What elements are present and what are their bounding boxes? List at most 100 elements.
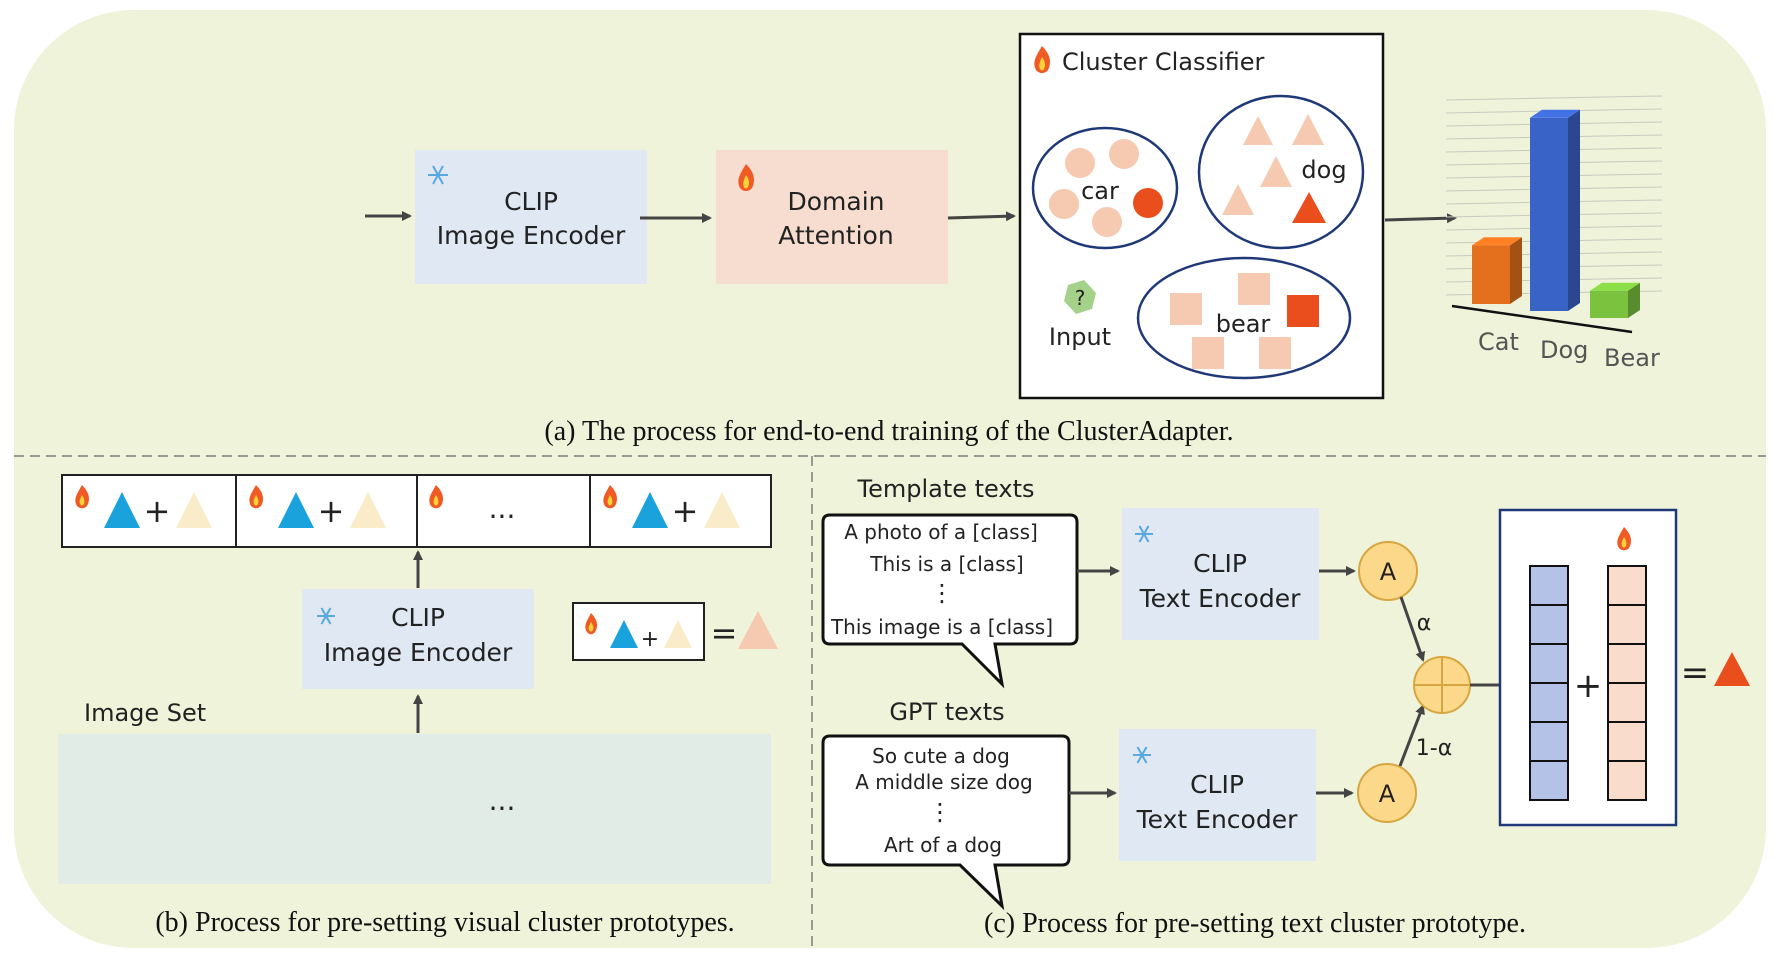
dog-sample bbox=[1222, 184, 1254, 215]
fire-icon bbox=[1034, 46, 1050, 73]
car-label: car bbox=[1081, 177, 1119, 205]
one-minus-alpha-label: 1-α bbox=[1416, 736, 1452, 761]
bias-cell bbox=[1607, 565, 1647, 606]
fire-icon bbox=[738, 164, 754, 191]
template-texts-title: Template texts bbox=[856, 475, 1034, 503]
bear-cluster bbox=[1136, 256, 1352, 380]
text-feature-cell bbox=[1529, 643, 1569, 684]
dog-sample bbox=[1243, 116, 1273, 145]
text-feature-cell bbox=[1529, 760, 1569, 801]
text-prototype-triangle bbox=[1714, 652, 1750, 686]
template-line: This image is a [class] bbox=[830, 615, 1053, 639]
car-input-sample bbox=[1133, 188, 1163, 218]
bear-sample bbox=[1192, 337, 1224, 369]
input-question-mark: ? bbox=[1075, 286, 1086, 310]
sequence-ellipsis: ... bbox=[489, 492, 516, 525]
arrow-node1-to-sum bbox=[1399, 596, 1426, 662]
formula-equals: = bbox=[711, 614, 738, 652]
dog-sample bbox=[1292, 114, 1324, 145]
chart-category-label: Bear bbox=[1604, 344, 1660, 372]
input-hexagon bbox=[1064, 280, 1096, 314]
text-encoder-1-line2: Text Encoder bbox=[1139, 584, 1301, 613]
text-feature-cell bbox=[1529, 604, 1569, 645]
text-encoder-2-line1: CLIP bbox=[1190, 770, 1244, 799]
domain-attention-box bbox=[716, 150, 948, 284]
vertical-ellipsis: ⋮ bbox=[928, 798, 952, 826]
fire-icon bbox=[585, 613, 598, 635]
text-feature-cell bbox=[1529, 682, 1569, 723]
bias-cell bbox=[1607, 721, 1647, 762]
gpt-line: Art of a dog bbox=[884, 833, 1002, 857]
clip-encoder-b-line1: CLIP bbox=[391, 603, 445, 632]
chart-bar-dog bbox=[1530, 109, 1580, 311]
visual-feature-triangle bbox=[610, 620, 638, 648]
chart-bar-bear bbox=[1590, 282, 1640, 318]
text-feature-triangle bbox=[350, 492, 386, 528]
text-feature-cell bbox=[1529, 721, 1569, 762]
bias-cell bbox=[1607, 760, 1647, 801]
arrow-attention-to-classifier bbox=[947, 211, 1016, 222]
formula-plus: + bbox=[641, 627, 659, 652]
car-sample bbox=[1092, 207, 1122, 237]
node-2-label: A bbox=[1379, 780, 1396, 808]
prediction-bar-chart: Cat Dog Bear bbox=[1445, 95, 1663, 372]
image-set-ellipsis: ... bbox=[489, 784, 516, 817]
vertical-ellipsis: ⋮ bbox=[930, 579, 954, 607]
bias-column bbox=[1607, 565, 1647, 801]
chart-baseline bbox=[1451, 304, 1633, 334]
plus-sign: + bbox=[144, 492, 171, 530]
gpt-line: So cute a dog bbox=[872, 744, 1010, 768]
arrow-node2-to-sum bbox=[1398, 704, 1425, 767]
cluster-classifier-title: Cluster Classifier bbox=[1062, 48, 1265, 76]
text-feature-cell bbox=[1529, 565, 1569, 606]
clip-image-encoder-box-b bbox=[302, 589, 534, 689]
car-sample bbox=[1049, 189, 1079, 219]
caption-c: (c) Process for pre-setting text cluster… bbox=[984, 908, 1526, 939]
fire-icon bbox=[429, 485, 444, 509]
clip-image-encoder-box bbox=[415, 150, 647, 284]
chart-category-label: Cat bbox=[1478, 328, 1519, 356]
gpt-texts-bubble bbox=[821, 734, 1071, 911]
bias-cell bbox=[1607, 682, 1647, 723]
gpt-texts-title: GPT texts bbox=[889, 698, 1004, 726]
snowflake-icon bbox=[1133, 746, 1151, 764]
prototype-equals: = bbox=[1681, 653, 1710, 693]
plus-sign: + bbox=[318, 492, 345, 530]
plus-sign: + bbox=[672, 492, 699, 530]
chart-category-label: Dog bbox=[1540, 336, 1588, 364]
text-encoder-2-line2: Text Encoder bbox=[1136, 805, 1298, 834]
caption-a: (a) The process for end-to-end training … bbox=[544, 416, 1233, 447]
clip-encoder-line1: CLIP bbox=[504, 187, 558, 216]
node-1-label: A bbox=[1380, 558, 1397, 586]
text-feature-triangle bbox=[664, 620, 692, 648]
domain-attention-line1: Domain bbox=[787, 187, 884, 216]
visual-feature-triangle bbox=[632, 492, 668, 528]
fire-icon bbox=[249, 485, 264, 509]
bear-input-sample bbox=[1287, 295, 1319, 327]
car-sample bbox=[1065, 148, 1095, 178]
attention-node-2 bbox=[1357, 763, 1417, 823]
alpha-label: α bbox=[1417, 611, 1432, 636]
domain-attention-line2: Attention bbox=[778, 221, 893, 250]
text-feature-column bbox=[1529, 565, 1569, 801]
clip-text-encoder-box-1 bbox=[1122, 508, 1319, 640]
chart-gridline bbox=[1445, 95, 1663, 101]
prototype-plus: + bbox=[1574, 666, 1603, 706]
bear-sample bbox=[1259, 337, 1291, 369]
caption-b: (b) Process for pre-setting visual clust… bbox=[155, 907, 734, 938]
bear-sample bbox=[1170, 293, 1202, 325]
dog-input-sample bbox=[1292, 192, 1326, 223]
visual-feature-triangle bbox=[278, 492, 314, 528]
arrow-classifier-to-chart bbox=[1384, 213, 1457, 224]
prototype-triangle bbox=[738, 611, 778, 649]
fire-icon bbox=[603, 485, 618, 509]
clip-encoder-line2: Image Encoder bbox=[437, 221, 626, 250]
template-line: A photo of a [class] bbox=[844, 520, 1038, 544]
fire-icon bbox=[75, 485, 90, 509]
snowflake-icon bbox=[317, 607, 335, 625]
dog-label: dog bbox=[1301, 156, 1346, 184]
image-set-label: Image Set bbox=[84, 699, 206, 727]
car-sample bbox=[1109, 139, 1139, 169]
snowflake-icon bbox=[1135, 525, 1153, 543]
